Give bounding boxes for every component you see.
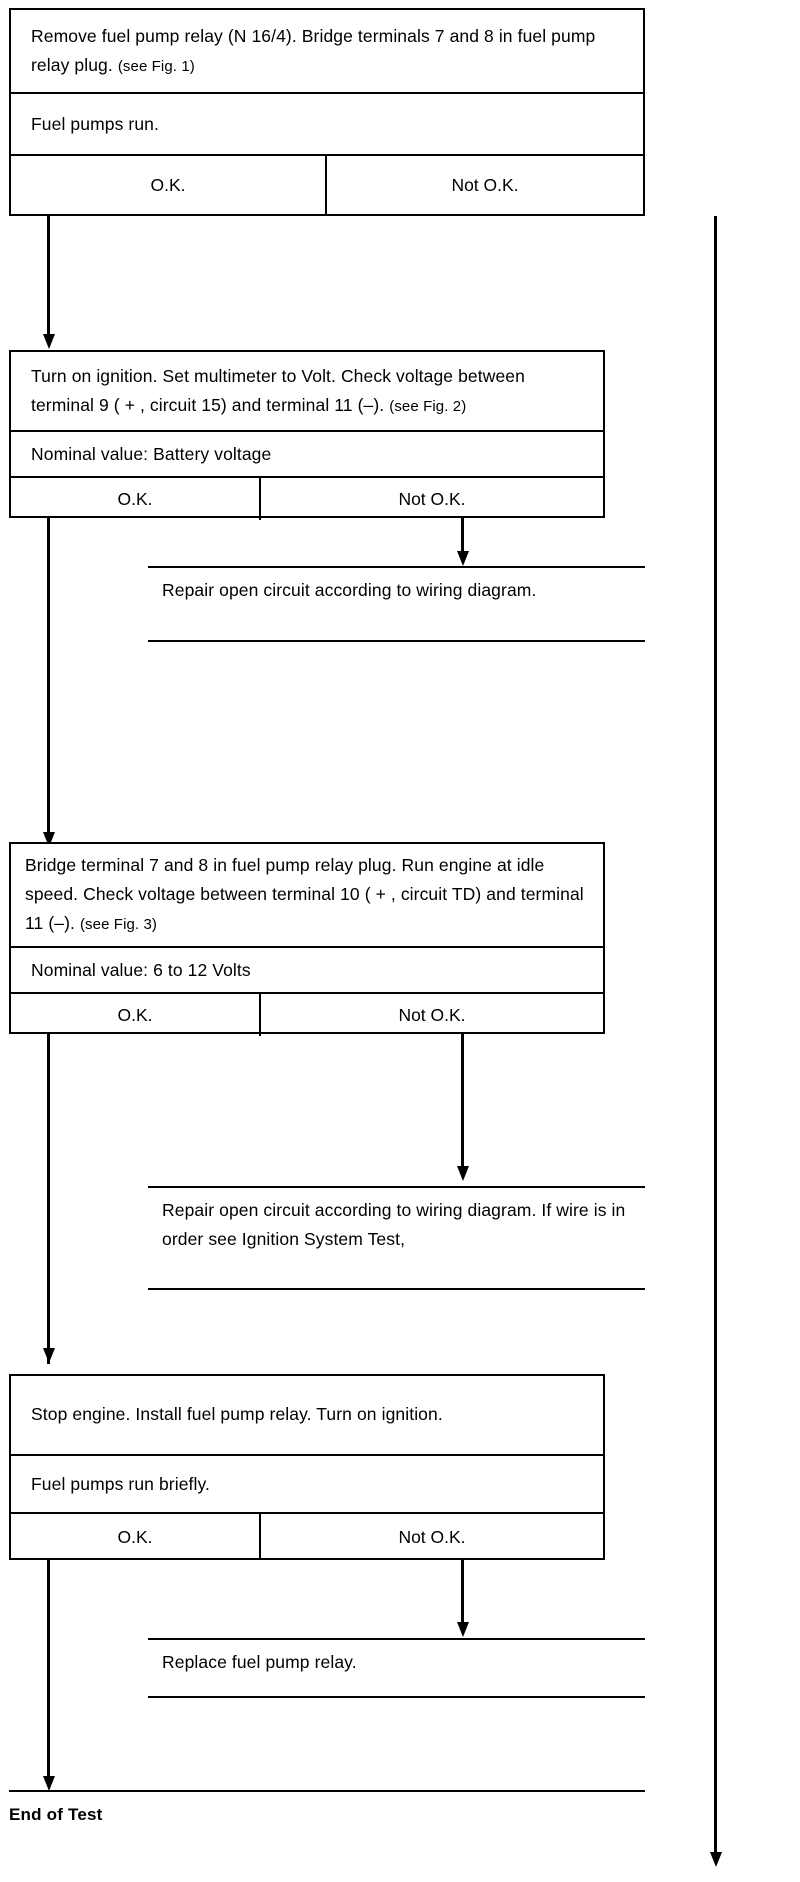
step-4-instruction-text: Stop engine. Install fuel pump relay. Tu… bbox=[31, 1404, 443, 1424]
step-3-instruction: Bridge terminal 7 and 8 in fuel pump rel… bbox=[11, 845, 603, 945]
step-4-result: Fuel pumps run briefly. bbox=[31, 1473, 210, 1494]
step-3-instruction-text: Bridge terminal 7 and 8 in fuel pump rel… bbox=[25, 855, 584, 933]
step-3-not-ok-cell[interactable]: Not O.K. bbox=[398, 1004, 466, 1025]
step-1-result: Fuel pumps run. bbox=[31, 113, 159, 134]
step-4-box: Stop engine. Install fuel pump relay. Tu… bbox=[9, 1374, 605, 1560]
step-3-ok-cell[interactable]: O.K. bbox=[11, 994, 261, 1036]
connector-step3-ok bbox=[47, 1034, 50, 1364]
remedy-1-text: Repair open circuit according to wiring … bbox=[162, 580, 537, 600]
arrow-step3-not-ok bbox=[456, 1166, 469, 1181]
arrow-step1-ok bbox=[42, 334, 55, 349]
step-3-instruction-row: Bridge terminal 7 and 8 in fuel pump rel… bbox=[11, 844, 603, 948]
step-3-figure-reference: (see Fig. 3) bbox=[79, 916, 158, 933]
step-3-result: Nominal value: 6 to 12 Volts bbox=[31, 959, 251, 980]
connector-step1-ok bbox=[47, 216, 50, 341]
step-1-outcome-row: O.K. Not O.K. bbox=[11, 156, 643, 214]
step-1-ok-cell[interactable]: O.K. bbox=[11, 156, 327, 214]
arrow-step2-not-ok bbox=[456, 551, 469, 566]
remedy-2-box: Repair open circuit according to wiring … bbox=[148, 1186, 645, 1290]
connector-step2-not-ok bbox=[461, 518, 464, 560]
connector-step1-not-ok-rail bbox=[714, 216, 717, 1856]
step-3-result-row: Nominal value: 6 to 12 Volts bbox=[11, 948, 603, 994]
step-4-ok-cell[interactable]: O.K. bbox=[11, 1514, 261, 1560]
step-3-box: Bridge terminal 7 and 8 in fuel pump rel… bbox=[9, 842, 605, 1036]
step-4-outcome-row: O.K. Not O.K. bbox=[11, 1514, 603, 1560]
connector-step4-ok bbox=[47, 1560, 50, 1782]
step-4-not-ok-cell[interactable]: Not O.K. bbox=[398, 1526, 466, 1547]
step-4-result-row: Fuel pumps run briefly. bbox=[11, 1456, 603, 1514]
step-2-ok-cell[interactable]: O.K. bbox=[11, 478, 261, 520]
remedy-1-box: Repair open circuit according to wiring … bbox=[148, 566, 645, 642]
step-2-instruction-row: Turn on ignition. Set multimeter to Volt… bbox=[11, 352, 603, 432]
step-1-result-row: Fuel pumps run. bbox=[11, 94, 643, 156]
arrow-step4-not-ok bbox=[456, 1622, 469, 1637]
step-1-not-ok-cell[interactable]: Not O.K. bbox=[451, 174, 519, 195]
step-4-instruction: Stop engine. Install fuel pump relay. Tu… bbox=[11, 1394, 461, 1436]
step-1-box: Remove fuel pump relay (N 16/4). Bridge … bbox=[9, 8, 645, 216]
arrow-step3-ok bbox=[42, 1348, 55, 1363]
step-1-instruction: Remove fuel pump relay (N 16/4). Bridge … bbox=[11, 16, 643, 87]
step-2-result: Nominal value: Battery voltage bbox=[31, 443, 272, 464]
end-of-test-rule bbox=[9, 1790, 645, 1792]
step-2-instruction-text: Turn on ignition. Set multimeter to Volt… bbox=[31, 365, 525, 415]
arrow-step1-not-ok-rail-end bbox=[709, 1852, 722, 1867]
step-1-figure-reference: (see Fig. 1) bbox=[117, 57, 195, 75]
step-2-result-row: Nominal value: Battery voltage bbox=[11, 432, 603, 478]
step-2-instruction: Turn on ignition. Set multimeter to Volt… bbox=[11, 356, 603, 427]
remedy-3-box: Replace fuel pump relay. bbox=[148, 1638, 645, 1698]
step-2-box: Turn on ignition. Set multimeter to Volt… bbox=[9, 350, 605, 520]
connector-step2-ok bbox=[47, 518, 50, 838]
arrow-step4-ok bbox=[42, 1776, 55, 1791]
step-2-outcome-row: O.K. Not O.K. bbox=[11, 478, 603, 520]
connector-step4-not-ok bbox=[461, 1560, 464, 1628]
step-3-outcome-row: O.K. Not O.K. bbox=[11, 994, 603, 1036]
step-2-not-ok-cell[interactable]: Not O.K. bbox=[398, 488, 466, 509]
step-4-instruction-row: Stop engine. Install fuel pump relay. Tu… bbox=[11, 1376, 603, 1456]
end-of-test-label: End of Test bbox=[9, 1805, 103, 1824]
remedy-3-text: Replace fuel pump relay. bbox=[162, 1652, 357, 1672]
step-1-instruction-row: Remove fuel pump relay (N 16/4). Bridge … bbox=[11, 10, 643, 94]
step-1-instruction-text: Remove fuel pump relay (N 16/4). Bridge … bbox=[31, 25, 596, 75]
remedy-2-text: Repair open circuit according to wiring … bbox=[162, 1200, 626, 1249]
step-2-figure-reference: (see Fig. 2) bbox=[389, 397, 467, 415]
connector-step3-not-ok bbox=[461, 1034, 464, 1172]
